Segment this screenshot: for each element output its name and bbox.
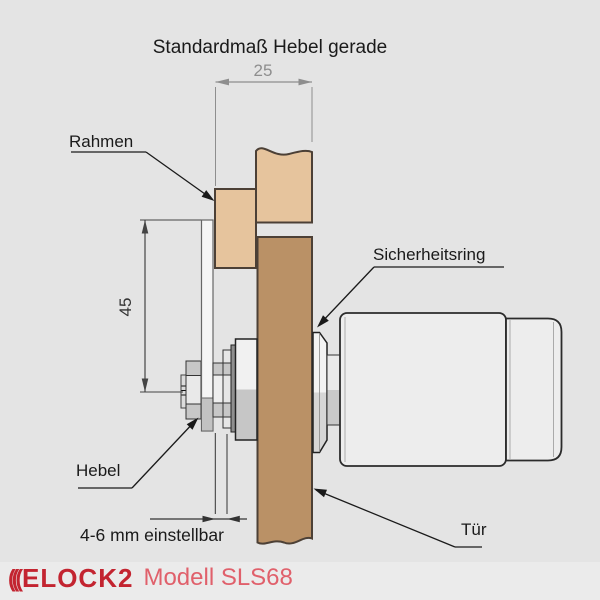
frame-top-section — [255, 147, 313, 224]
hex-nut — [185, 360, 202, 420]
footer-band — [0, 562, 600, 600]
lever-bar — [200, 219, 214, 432]
security-ring — [312, 331, 328, 454]
brand-name: ELOCK2 — [21, 562, 134, 593]
leader-sicherheitsring — [317, 266, 504, 328]
dimension-45-value: 45 — [116, 297, 135, 317]
leader-tuer — [313, 488, 482, 548]
dimension-4-6mm — [150, 433, 247, 523]
lock-knob — [505, 317, 563, 462]
dimension-45 — [140, 219, 201, 393]
frame-flange — [214, 188, 257, 269]
leader-rahmen — [71, 151, 215, 201]
threaded-shaft-end — [180, 374, 187, 409]
brand-logo: ((( ELOCK2 Modell SLS68 — [8, 561, 293, 595]
diagram-title: Standardmaß Hebel gerade — [152, 37, 388, 58]
label-hebel: Hebel — [76, 461, 121, 480]
washer-stack — [212, 349, 232, 429]
label-tuer: Tür — [461, 520, 487, 539]
lock-body — [339, 312, 507, 467]
signal-waves-icon: ((( — [8, 563, 23, 592]
ring-spacer — [326, 354, 341, 426]
label-adjust-range: 4-6 mm einstellbar — [80, 525, 224, 545]
mounting-disk — [234, 338, 258, 441]
model-name: Modell SLS68 — [143, 564, 293, 591]
label-rahmen: Rahmen — [69, 132, 134, 151]
door-panel — [256, 236, 313, 545]
clamp-flange — [230, 344, 236, 433]
dimension-25-value: 25 — [253, 61, 273, 80]
dimension-25 — [215, 78, 313, 186]
label-sicherheitsring: Sicherheitsring — [373, 245, 486, 264]
lever-clamp-foot — [201, 397, 214, 432]
